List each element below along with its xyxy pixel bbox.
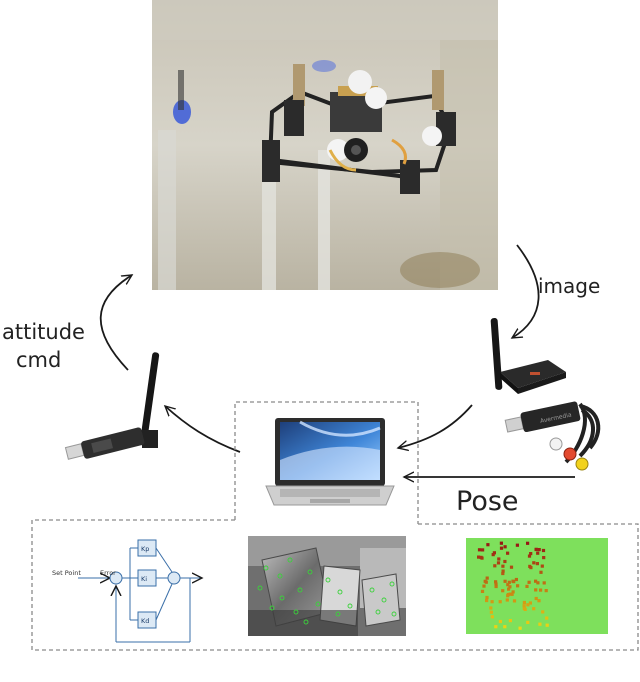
image-arrow bbox=[512, 244, 540, 338]
point-map bbox=[466, 538, 608, 634]
quadrotor-photo bbox=[152, 0, 498, 290]
pose-label: Pose bbox=[456, 486, 519, 517]
pid-ki-label: Ki bbox=[141, 575, 147, 583]
feature-tracking-image bbox=[248, 536, 406, 636]
pid-block-diagram: Set Point Error Kp Ki Kd bbox=[52, 539, 202, 643]
image-label: image bbox=[538, 274, 601, 298]
laptop-to-radio-arrow bbox=[165, 406, 241, 453]
video-receiver bbox=[490, 318, 566, 394]
usb-radio-dongle bbox=[64, 352, 160, 460]
pid-kd-label: Kd bbox=[141, 617, 149, 625]
pid-setpoint-label: Set Point bbox=[52, 569, 81, 577]
laptop-dashed-box bbox=[234, 401, 419, 524]
cmd-label: cmd bbox=[16, 348, 62, 372]
attitude-label: attitude bbox=[2, 320, 85, 344]
pid-error-label: Error bbox=[100, 569, 116, 577]
processing-dashed-box bbox=[31, 519, 639, 651]
usb-video-grabber: Avermedia bbox=[504, 401, 601, 471]
receiver-to-laptop-arrow bbox=[398, 404, 473, 448]
attitude-cmd-arrow bbox=[99, 275, 132, 371]
pid-kp-label: Kp bbox=[141, 545, 149, 553]
laptop bbox=[265, 418, 395, 506]
